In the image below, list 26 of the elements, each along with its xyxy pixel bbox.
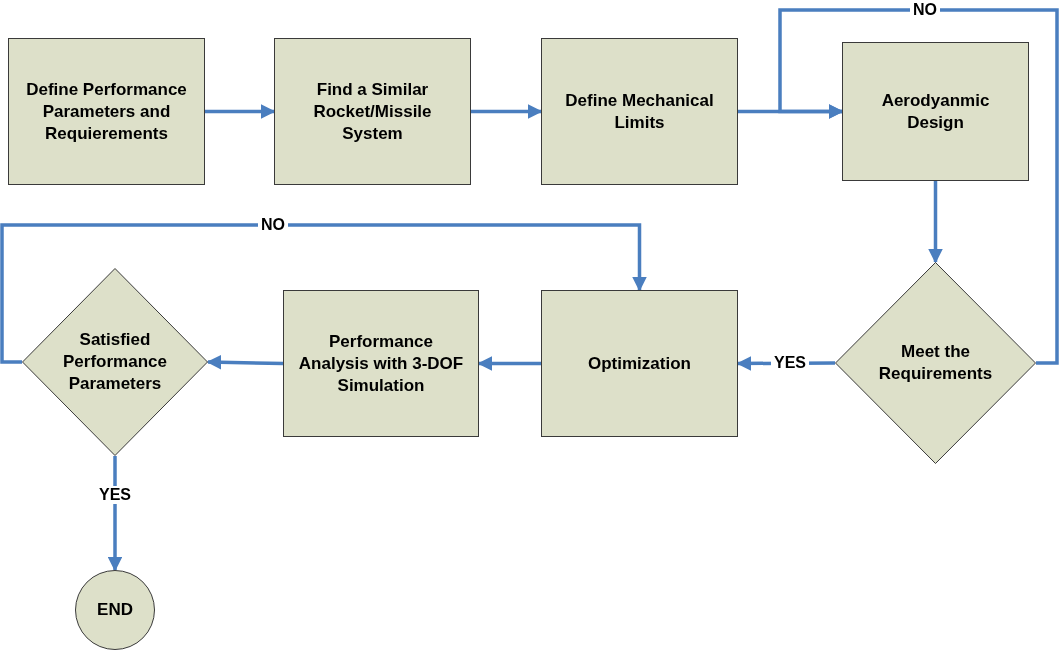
decision-diamond bbox=[835, 262, 1036, 464]
node-text: Aerodyanmic Design bbox=[880, 89, 991, 134]
node-text: END bbox=[96, 599, 134, 621]
arrow bbox=[778, 8, 1059, 365]
node-text: Optimization bbox=[587, 352, 692, 375]
arrow bbox=[471, 104, 543, 119]
arrow bbox=[477, 356, 541, 371]
node-text: Performance Analysis with 3-DOF Simulation bbox=[298, 330, 464, 397]
process-box bbox=[842, 42, 1029, 181]
process-box bbox=[541, 38, 738, 185]
node-text: Satisfied Performance Parameters bbox=[62, 329, 168, 395]
arrow bbox=[205, 104, 276, 119]
decision-diamond bbox=[22, 268, 208, 456]
process-box bbox=[541, 290, 738, 437]
arrow bbox=[107, 456, 123, 572]
arrow bbox=[0, 223, 647, 364]
node-text: Define Performance Parameters and Requierements bbox=[25, 78, 188, 145]
process-box bbox=[8, 38, 205, 185]
node-text: Define Mechanical Limits bbox=[564, 89, 715, 134]
node-text: Find a Similar Rocket/Missile System bbox=[312, 78, 433, 145]
arrow bbox=[928, 181, 943, 264]
process-box bbox=[283, 290, 479, 437]
arrow bbox=[206, 354, 284, 370]
edge-label: YES bbox=[96, 486, 134, 504]
node-text: Meet the Requirements bbox=[877, 341, 994, 385]
process-box bbox=[274, 38, 471, 185]
